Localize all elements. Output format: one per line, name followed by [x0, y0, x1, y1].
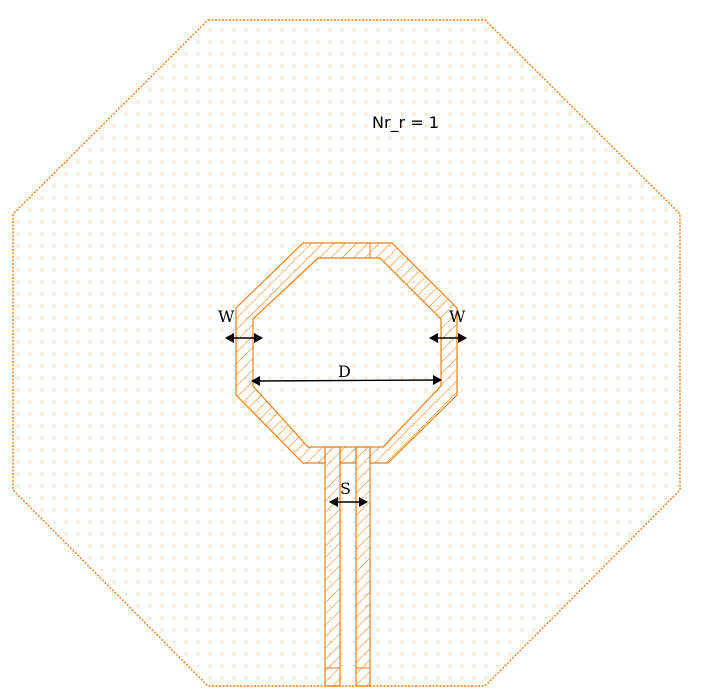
spacing-label: S: [340, 479, 351, 498]
turns-annotation: Nr_r = 1: [372, 113, 439, 133]
width-right-label: W: [449, 307, 466, 326]
width-left-label: W: [218, 307, 235, 326]
diameter-arrow: [251, 375, 442, 386]
diameter-label: D: [338, 362, 351, 381]
feed-line-right: [355, 446, 371, 687]
outer-octagon: [12, 19, 681, 687]
feed-line-left: [324, 446, 341, 687]
